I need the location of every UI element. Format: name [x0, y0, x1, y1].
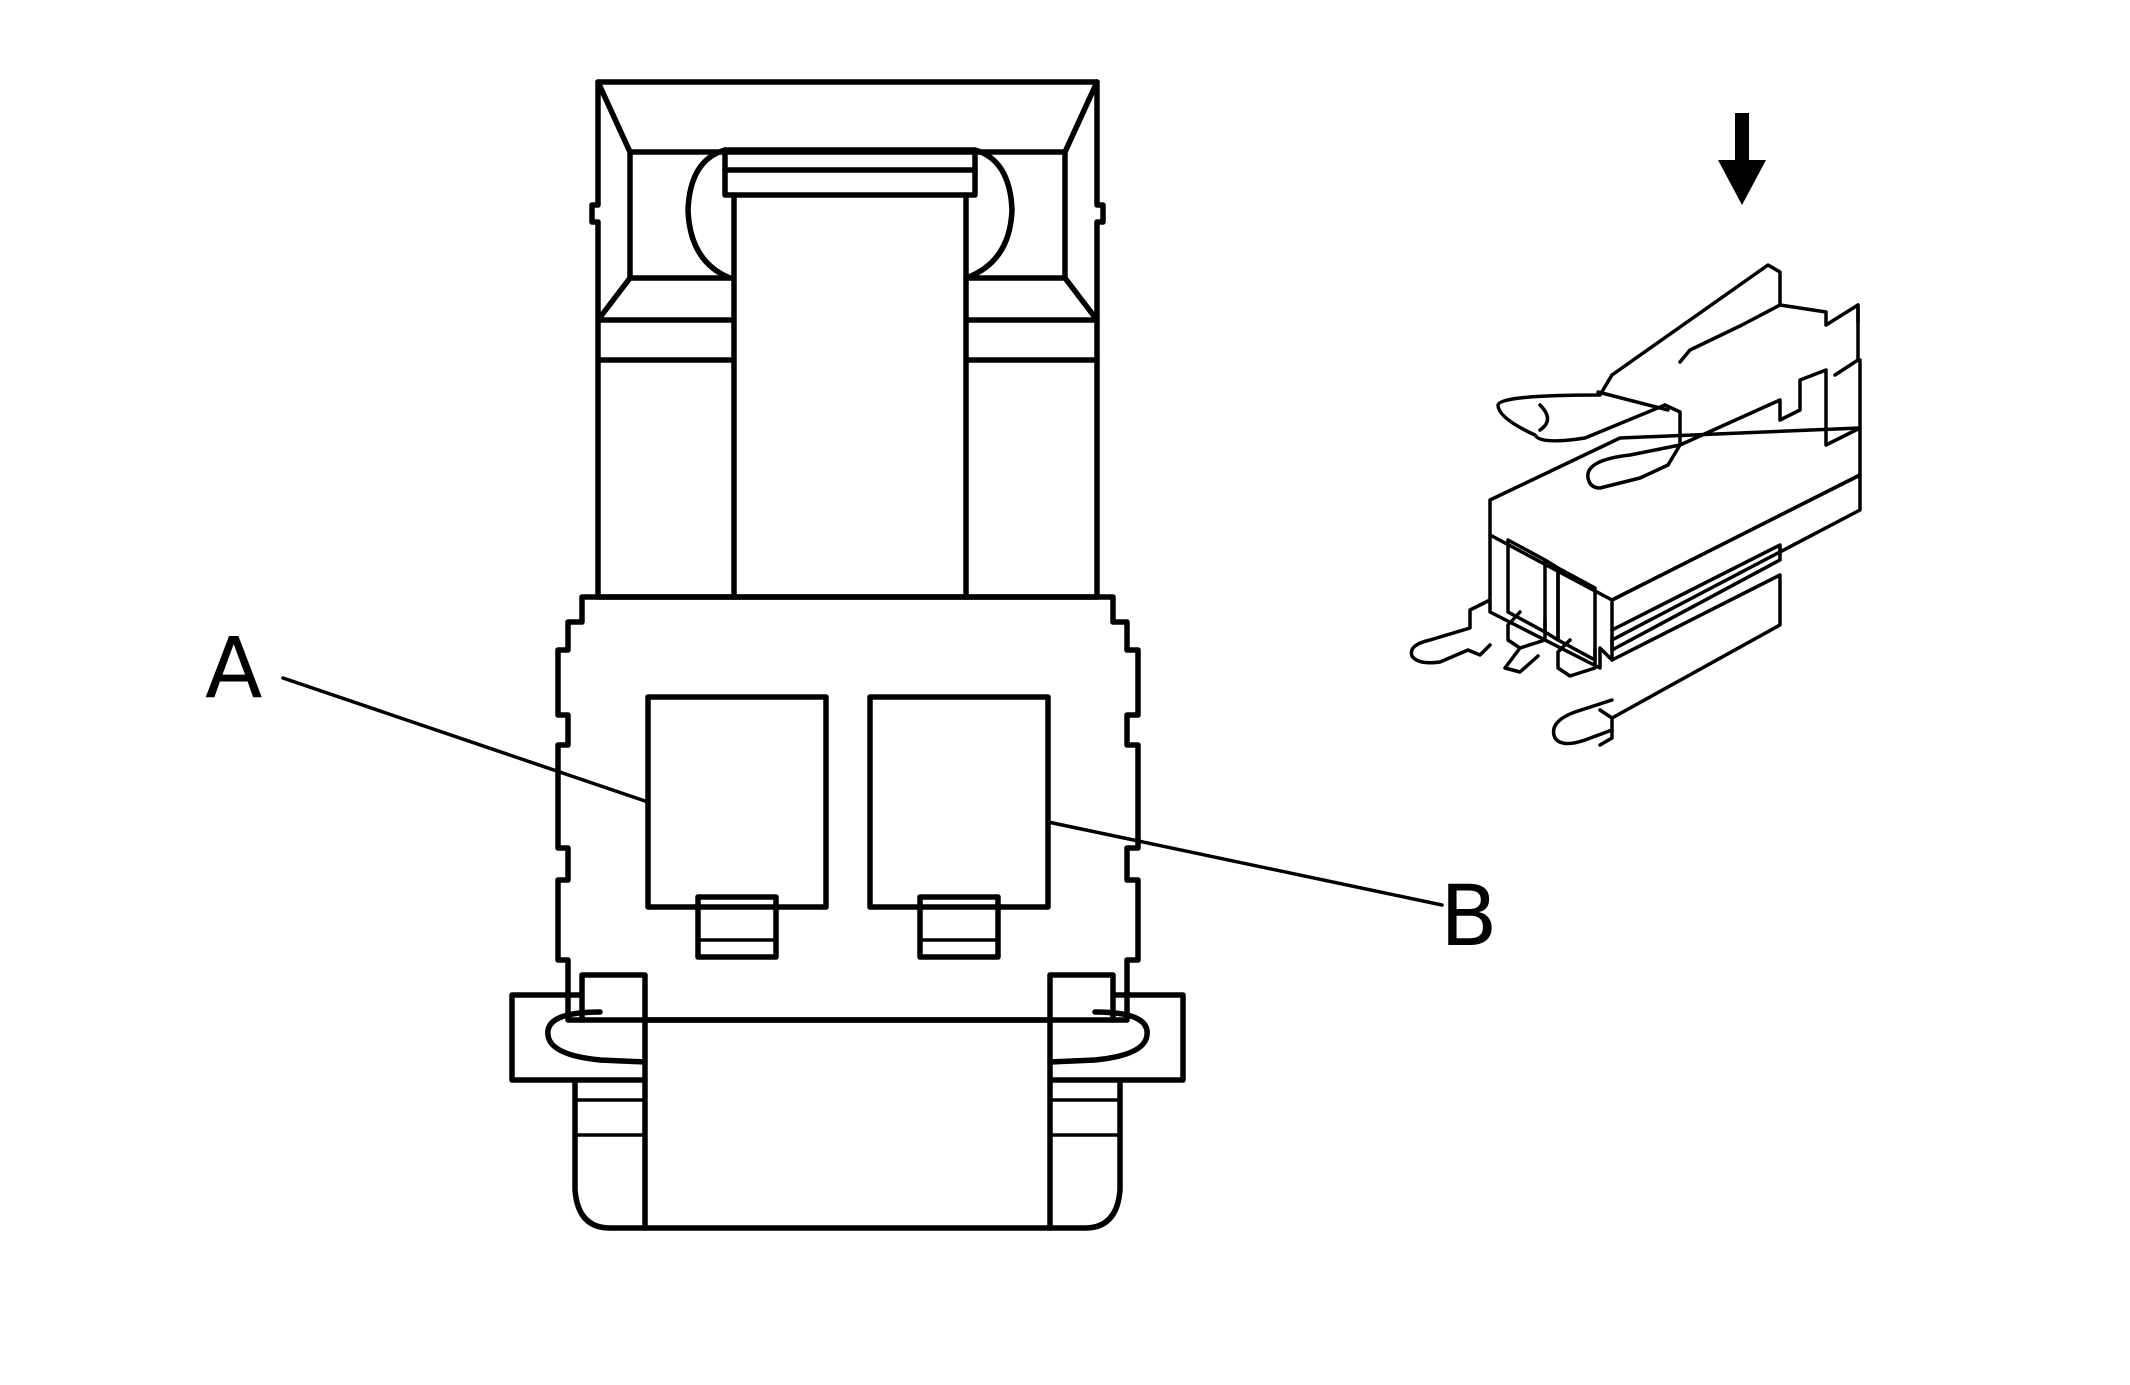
terminal-b-contact: [917, 894, 1001, 960]
down-arrow-icon: [1718, 113, 1766, 205]
terminal-cavity-a: [645, 694, 829, 910]
connector-upper-housing: [589, 79, 1106, 600]
connector-lock-tab: [722, 147, 978, 600]
connector-front-view: [509, 79, 1186, 1231]
right-retainer-clip: [1047, 972, 1186, 1231]
connector-lower-housing: [642, 1017, 1053, 1231]
connector-mid-housing: [555, 594, 1141, 1023]
callout-b-label: B: [1440, 867, 1498, 965]
terminal-cavity-b: [867, 694, 1051, 910]
callout-a-leader: [281, 676, 650, 804]
callout-a-label: A: [205, 619, 262, 717]
connector-top-cap: [595, 79, 1100, 155]
terminal-a-contact: [695, 894, 779, 960]
left-retainer-clip: [509, 972, 648, 1231]
callout-b-leader: [1046, 820, 1444, 907]
connector-isometric-view: [1409, 113, 1862, 747]
